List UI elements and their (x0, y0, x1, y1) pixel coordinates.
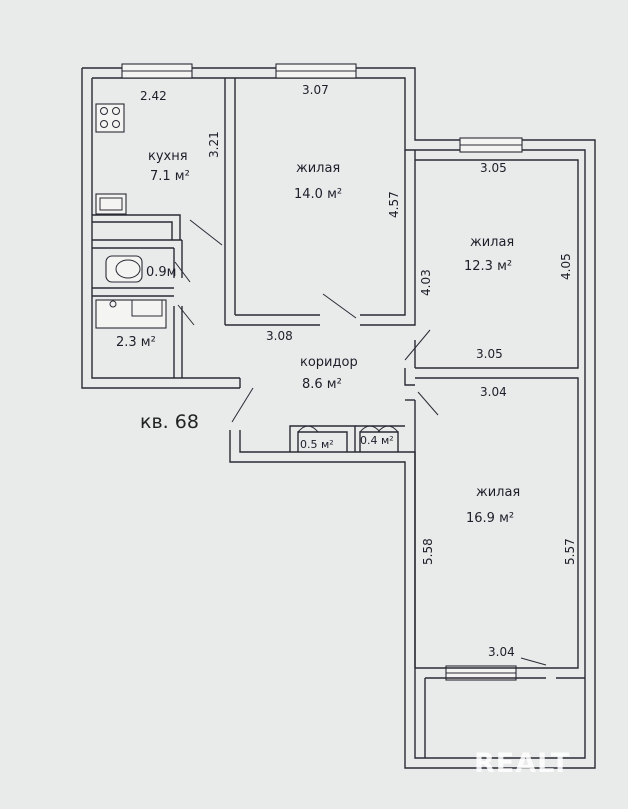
apartment-number: кв. 68 (140, 411, 199, 433)
living2-area: 12.3 м² (464, 259, 512, 274)
closet1-area: 0.5 м² (300, 438, 334, 451)
corridor-name: коридор (300, 355, 358, 370)
living3-area: 16.9 м² (466, 511, 514, 526)
living2-depth-left: 4.03 (419, 269, 433, 296)
closet2-area: 0.4 м² (360, 434, 394, 447)
interior-walls (92, 78, 585, 758)
living3-name: жилая (476, 485, 520, 500)
living2-depth-right: 4.05 (559, 253, 573, 280)
living3-width-top: 3.04 (480, 385, 507, 399)
living1-name: жилая (296, 161, 340, 176)
corridor-area: 8.6 м² (302, 377, 342, 392)
living1-depth: 4.57 (387, 191, 401, 218)
bath-area: 2.3 м² (116, 335, 156, 350)
bathtub-icon (95, 299, 167, 329)
kitchen-width: 2.42 (140, 89, 167, 103)
living1-width-top: 3.07 (302, 83, 329, 97)
kitchen-name: кухня (148, 149, 188, 164)
watermark-logo: REALT (474, 748, 570, 779)
windows (121, 63, 523, 681)
living2-width-top: 3.05 (480, 161, 507, 175)
wc-area: 0.9м (146, 265, 176, 280)
fixtures (95, 103, 167, 329)
kitchen-depth: 3.21 (207, 131, 221, 158)
living2-name: жилая (470, 235, 514, 250)
labels: 2.42 3.21 кухня 7.1 м² 3.07 жилая 14.0 м… (116, 83, 577, 659)
door-swings (174, 219, 547, 666)
sink-icon (95, 193, 127, 215)
living3-width-bottom: 3.04 (488, 645, 515, 659)
living3-depth-right: 5.57 (563, 538, 577, 565)
toilet-icon (105, 255, 143, 283)
stove-icon (95, 103, 125, 133)
living2-width-bottom: 3.05 (476, 347, 503, 361)
living1-area: 14.0 м² (294, 187, 342, 202)
living3-depth-left: 5.58 (421, 538, 435, 565)
living1-width-bottom: 3.08 (266, 329, 293, 343)
kitchen-area: 7.1 м² (150, 169, 190, 184)
